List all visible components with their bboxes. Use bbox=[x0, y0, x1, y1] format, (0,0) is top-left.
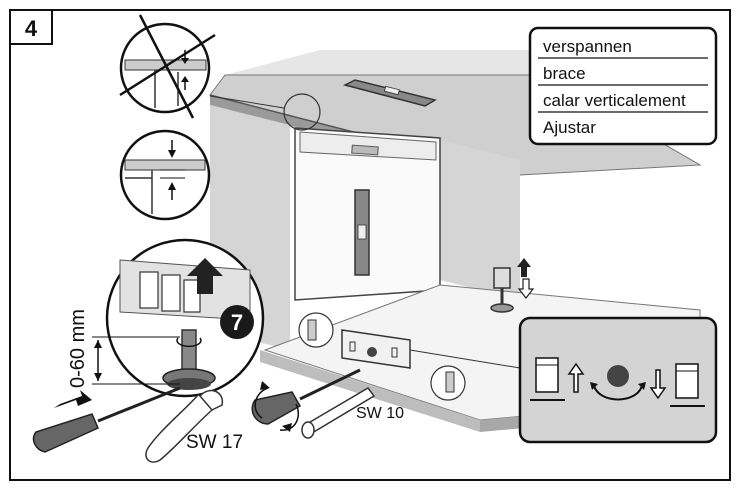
rotate-icon bbox=[590, 365, 646, 401]
hex-key-sw10 bbox=[301, 387, 376, 439]
detail-circle-wrong bbox=[119, 14, 216, 119]
push-arrow-icon bbox=[54, 390, 92, 408]
callout-badge bbox=[220, 305, 254, 339]
reference-circle-top bbox=[283, 93, 321, 131]
detail-circle-correct bbox=[119, 129, 211, 221]
wrench-label-sw17: SW 17 bbox=[186, 432, 243, 453]
legend-line-1: verspannen bbox=[543, 37, 632, 56]
spirit-level-vertical bbox=[354, 189, 370, 276]
arrow-up-icon bbox=[567, 362, 585, 393]
legend-box: verspannen brace calar verticalement Aju… bbox=[528, 26, 718, 146]
outer-frame bbox=[9, 9, 731, 481]
cabinet-right-side bbox=[440, 140, 520, 300]
adjustable-foot-rear bbox=[490, 258, 535, 313]
wrench-sw17 bbox=[145, 389, 224, 463]
step-number-box: 4 bbox=[9, 9, 53, 45]
legend-line-2: brace bbox=[543, 64, 586, 83]
appliance-left-icon bbox=[530, 357, 565, 401]
raise-arrow-icon bbox=[187, 258, 223, 294]
detail-circle-foot: 7 bbox=[105, 238, 265, 398]
callout-number: 7 bbox=[231, 310, 243, 335]
legend-line-4: Ajustar bbox=[543, 118, 596, 137]
plinth-adjustment-panel bbox=[341, 329, 411, 369]
height-range-label: 0-60 mm bbox=[67, 309, 89, 388]
arrow-down-icon bbox=[649, 369, 667, 400]
spirit-level-top bbox=[342, 79, 437, 107]
wrench-label-sw10: SW 10 bbox=[356, 405, 404, 422]
detail-panel bbox=[518, 316, 718, 444]
callout-connector bbox=[409, 349, 521, 369]
appliance-right-icon bbox=[670, 363, 705, 407]
legend-line-3: calar verticalement bbox=[543, 91, 686, 110]
step-number: 4 bbox=[25, 16, 38, 41]
height-dimension: 0-60 mm bbox=[67, 309, 180, 388]
screwdriver-center bbox=[251, 368, 361, 432]
screwdriver-left bbox=[32, 386, 181, 453]
